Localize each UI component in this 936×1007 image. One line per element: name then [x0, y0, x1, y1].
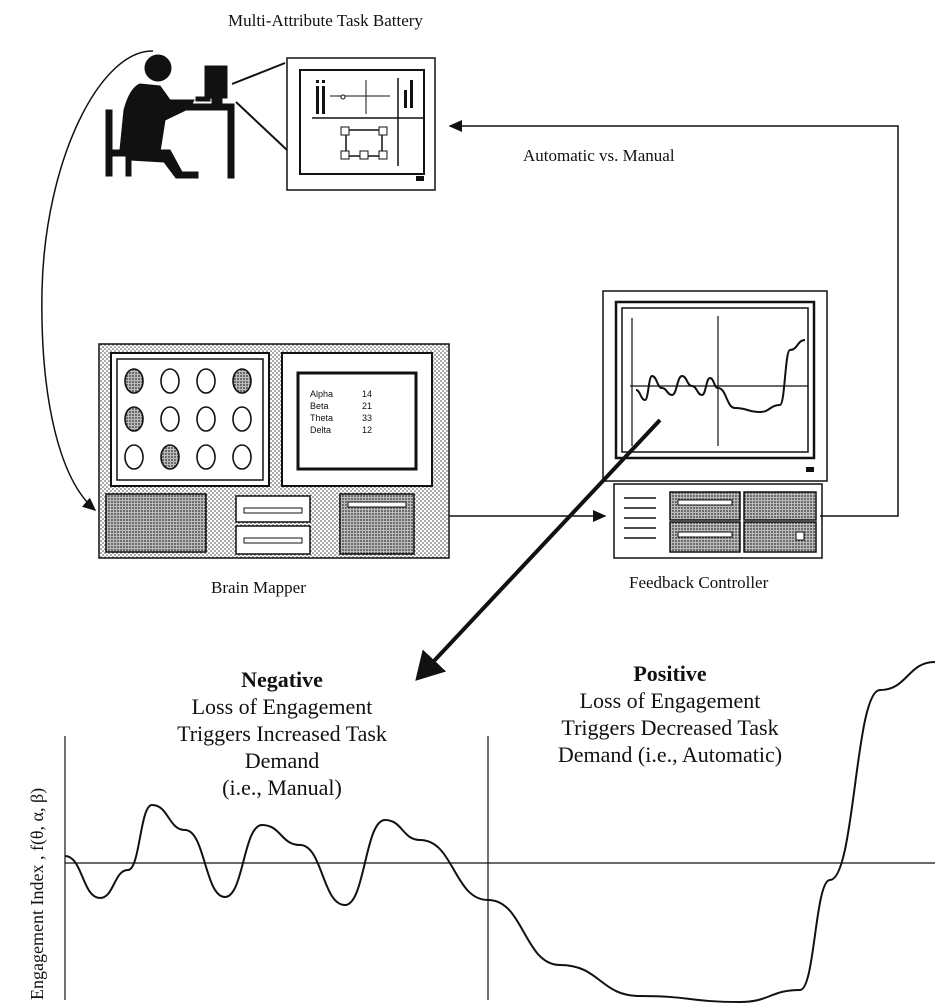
y-axis-label: Engagement Index , f(θ, α, β)	[27, 788, 48, 1000]
electrode-oval	[232, 444, 252, 470]
electrode-grid	[124, 368, 252, 470]
negative-caption: Negative Loss of Engagement Triggers Inc…	[128, 666, 436, 801]
engagement-curve	[64, 661, 936, 1004]
electrode-oval	[232, 406, 252, 432]
positive-caption: Positive Loss of Engagement Triggers Dec…	[520, 660, 820, 768]
electrode-oval	[160, 406, 180, 432]
electrode-oval	[196, 368, 216, 394]
matb-monitor-icon	[286, 57, 436, 191]
negative-line4: (i.e., Manual)	[222, 775, 342, 800]
eeg-row: Alpha 14	[310, 388, 410, 400]
feedback-controller-icon	[602, 290, 828, 559]
eeg-band-value: 14	[362, 389, 373, 399]
negative-title: Negative	[241, 667, 323, 692]
eeg-band-value: 33	[362, 413, 373, 423]
automatic-manual-label: Automatic vs. Manual	[523, 146, 675, 165]
matb-label: Multi-Attribute Task Battery	[228, 11, 423, 30]
engagement-plot: Engagement Index , f(θ, α, β)	[27, 661, 936, 1004]
brain-mapper-icon	[98, 343, 450, 559]
eeg-row: Theta 33	[310, 412, 410, 424]
feedback-controller-label: Feedback Controller	[629, 573, 769, 592]
eeg-band-name: Beta	[310, 401, 329, 411]
electrode-oval	[160, 368, 180, 394]
brain-mapper-label: Brain Mapper	[211, 578, 306, 597]
eeg-row: Beta 21	[310, 400, 410, 412]
eeg-row: Delta 12	[310, 424, 410, 436]
eeg-arrow	[41, 50, 154, 511]
eeg-band-name: Alpha	[310, 389, 334, 399]
electrode-oval	[196, 406, 216, 432]
eeg-band-value: 21	[362, 401, 373, 411]
positive-line2: Triggers Decreased Task	[561, 715, 779, 740]
negative-line1: Loss of Engagement	[191, 694, 373, 719]
negative-line2: Triggers Increased Task	[177, 721, 387, 746]
eeg-band-value: 12	[362, 425, 373, 435]
electrode-oval	[124, 368, 144, 394]
positive-title: Positive	[633, 661, 707, 686]
eeg-band-name: Theta	[310, 413, 334, 423]
electrode-oval	[196, 444, 216, 470]
positive-line1: Loss of Engagement	[579, 688, 761, 713]
electrode-oval	[232, 368, 252, 394]
electrode-oval	[124, 444, 144, 470]
electrode-oval	[124, 406, 144, 432]
eeg-band-name: Delta	[310, 425, 332, 435]
zoom-arrow	[415, 418, 662, 681]
negative-line3: Demand	[244, 748, 320, 773]
positive-line3: Demand (i.e., Automatic)	[557, 742, 783, 767]
operator-figure-icon	[105, 54, 235, 179]
control-arrow	[448, 120, 899, 517]
electrode-oval	[160, 444, 180, 470]
